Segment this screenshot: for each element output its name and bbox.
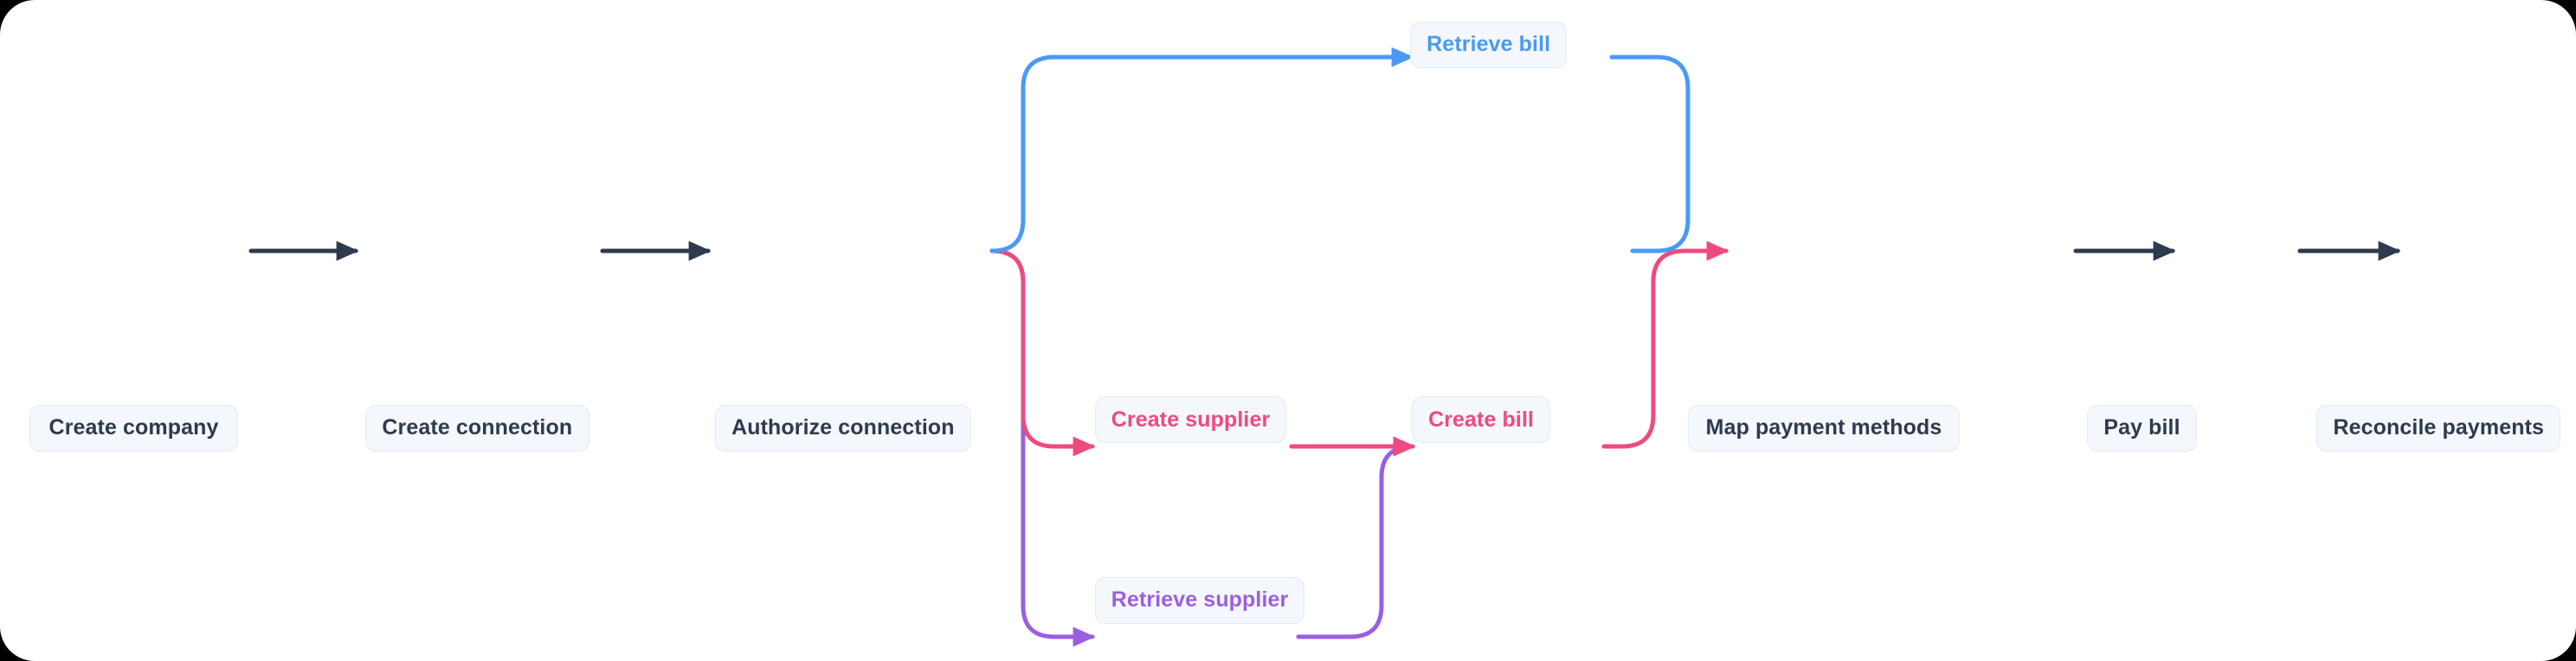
edge-authorize-connection-to-retrieve-bill xyxy=(989,47,1414,253)
node-retrieve-bill[interactable]: Retrieve bill xyxy=(1410,21,1568,68)
edge-retrieve-supplier-to-create-bill xyxy=(1296,436,1416,639)
node-label: Create company xyxy=(48,415,219,440)
node-label: Map payment methods xyxy=(1705,415,1942,440)
node-label: Retrieve bill xyxy=(1426,32,1551,57)
edge-authorize-connection-to-retrieve-supplier xyxy=(989,248,1096,647)
node-label: Pay bill xyxy=(2103,415,2180,440)
node-create-company[interactable]: Create company xyxy=(29,404,238,452)
node-retrieve-supplier[interactable]: Retrieve supplier xyxy=(1094,576,1305,624)
node-reconcile-payments[interactable]: Reconcile payments xyxy=(2316,404,2561,452)
node-create-connection[interactable]: Create connection xyxy=(364,404,590,452)
node-label: Create bill xyxy=(1428,407,1535,432)
edge-authorize-connection-to-create-supplier xyxy=(989,248,1096,457)
node-label: Reconcile payments xyxy=(2333,415,2545,440)
node-pay-bill[interactable]: Pay bill xyxy=(2087,404,2197,452)
node-label: Create connection xyxy=(382,415,573,440)
node-authorize-connection[interactable]: Authorize connection xyxy=(715,404,971,452)
node-label: Retrieve supplier xyxy=(1111,587,1289,613)
node-create-bill[interactable]: Create bill xyxy=(1412,396,1551,444)
node-label: Authorize connection xyxy=(731,415,955,440)
node-map-payment-methods[interactable]: Map payment methods xyxy=(1687,404,1961,452)
edge-retrieve-bill-to-map-payment-methods xyxy=(1609,55,1690,253)
node-create-supplier[interactable]: Create supplier xyxy=(1094,396,1287,444)
node-label: Create supplier xyxy=(1111,407,1271,432)
